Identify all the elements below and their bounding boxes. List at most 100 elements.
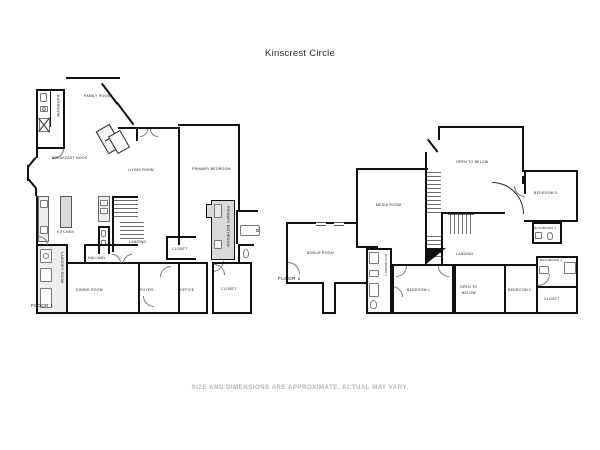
wall [576, 256, 578, 286]
wall [536, 256, 578, 258]
wall [286, 222, 288, 284]
wall [356, 168, 358, 248]
wall [522, 126, 524, 172]
wall [536, 286, 538, 314]
wall [212, 312, 252, 314]
wall [506, 312, 536, 314]
window [316, 222, 326, 226]
wall [178, 262, 180, 314]
appliance [100, 208, 108, 214]
staircase-flight [427, 188, 441, 216]
room-label-bathroom-2: BATHROOM 2 [540, 258, 563, 262]
hallway-door[interactable] [112, 254, 121, 263]
dryer-fixture [40, 268, 52, 282]
wall [506, 264, 536, 266]
room-label-bathroom-3: BATHROOM 3 [534, 226, 557, 230]
wall [112, 196, 138, 198]
floor-1-name: FLOOR 1 [31, 303, 54, 308]
wall [138, 127, 160, 129]
toilet-fixture [101, 230, 106, 237]
wall [98, 226, 110, 228]
room-label-open-to-below-1: OPEN TO BELOW [456, 160, 489, 164]
room-label-bedroom-3: BEDROOM 3 [534, 191, 558, 195]
room-label-bedroom-1: BEDROOM 1 [407, 288, 431, 292]
room-label-family-room: FAMILY ROOM [84, 94, 111, 98]
wall [322, 312, 336, 314]
wall [322, 282, 324, 314]
floor-2-name: FLOOR 2 [278, 276, 301, 281]
wall [140, 262, 180, 264]
foyer-door[interactable] [143, 296, 154, 307]
room-label-bathroom-1: BATHROOM 1 [384, 254, 388, 277]
bathroom-2-door[interactable] [538, 274, 550, 286]
wall [180, 312, 208, 314]
shower-fixture [369, 252, 379, 264]
wall [532, 222, 534, 244]
wall [454, 312, 506, 314]
tub-drain [256, 229, 259, 232]
wall [576, 286, 578, 314]
wall [236, 210, 258, 212]
laundry-counter [40, 288, 52, 308]
wall [166, 236, 168, 260]
hallway-door[interactable] [123, 254, 132, 263]
vanity-fixture [539, 266, 549, 274]
wall [36, 147, 65, 149]
room-label-open-to-below-2: OPEN TO [460, 285, 478, 289]
wall [524, 220, 578, 222]
staircase-upper [427, 172, 441, 186]
vanity-fixture [214, 240, 222, 249]
wall [180, 262, 208, 264]
wall [536, 256, 538, 286]
wall [178, 124, 240, 126]
bedroom-1-door[interactable] [396, 266, 407, 277]
wall [66, 244, 68, 314]
wall [112, 196, 114, 252]
wall [118, 127, 138, 129]
wall [36, 244, 38, 314]
wall [178, 127, 180, 245]
wall [112, 198, 114, 208]
wall [532, 242, 562, 244]
wall [392, 312, 454, 314]
wall [36, 312, 140, 314]
bonus-room-door[interactable] [288, 262, 300, 274]
wall [166, 236, 196, 238]
closet-door[interactable] [214, 264, 225, 275]
living-room-door[interactable] [150, 129, 158, 137]
wall [138, 262, 140, 314]
wall [392, 264, 394, 314]
wall [36, 149, 38, 158]
wall [98, 226, 100, 254]
room-label-primary-bathroom: PRIMARY BATHROOM [226, 206, 230, 247]
foyer-entry-door[interactable] [160, 266, 171, 277]
room-label-primary-bedroom: PRIMARY BEDROOM [192, 167, 231, 171]
bedroom-1-door-2[interactable] [438, 266, 449, 277]
toilet-fixture [370, 300, 377, 309]
wall [366, 312, 392, 314]
wall [454, 264, 456, 314]
room-label-bathroom: BATHROOM [56, 95, 60, 117]
wall [206, 262, 208, 314]
room-label-bedroom-2: BEDROOM 2 [508, 288, 532, 292]
sink-fixture [535, 232, 542, 239]
wall [443, 212, 505, 214]
wall [438, 126, 440, 140]
wall [36, 244, 68, 246]
sink-bowl [41, 107, 46, 111]
wall [66, 77, 118, 80]
wall [63, 89, 65, 149]
wall [36, 196, 38, 244]
wall [84, 244, 138, 246]
wall [250, 262, 252, 314]
living-room-door[interactable] [140, 129, 148, 137]
staircase [114, 198, 138, 220]
wall [238, 244, 254, 246]
wall [522, 176, 524, 184]
wall [334, 282, 336, 314]
room-label-media-room: MEDIA ROOM [376, 203, 402, 207]
floor-2-plan: OPEN TO BELOW MEDIA ROOM [270, 0, 600, 340]
wall [356, 246, 378, 248]
stove-fixture [39, 200, 48, 208]
wall [427, 138, 439, 153]
